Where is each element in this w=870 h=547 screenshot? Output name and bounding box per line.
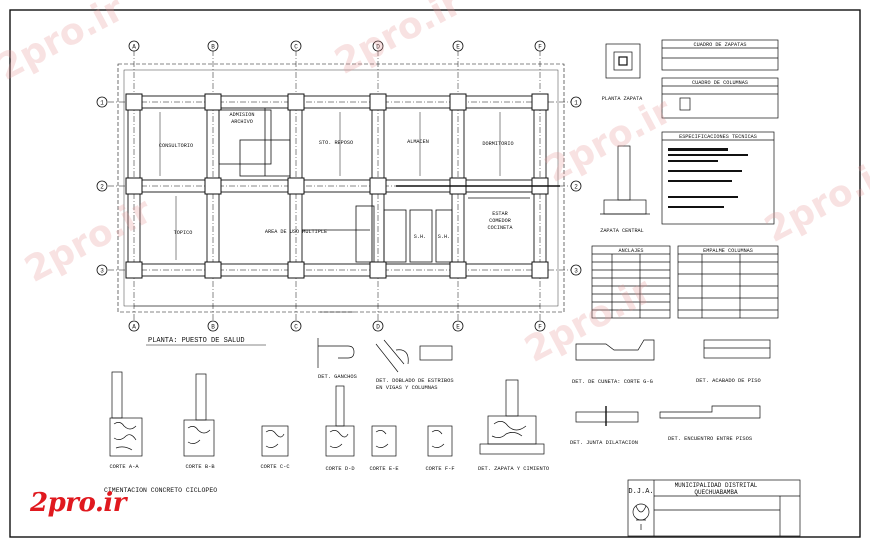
- spec-text-line: [668, 206, 724, 208]
- titleblock-firm: D.J.A.: [628, 488, 653, 496]
- grid-bubbles: [96, 40, 582, 332]
- doblado-title-2: EN VIGAS Y COLUMNAS: [376, 385, 437, 391]
- plan-title: PLANTA: PUESTO DE SALUD: [148, 337, 245, 345]
- grid-label-top-e: E: [456, 44, 460, 51]
- grid-label-top-d: D: [376, 44, 380, 51]
- corte-f-label: CORTE F-F: [425, 466, 454, 472]
- site-logo: 2pro.ir: [30, 488, 126, 518]
- corte-e-label: CORTE E-E: [369, 466, 398, 472]
- corte-d-label: CORTE D-D: [325, 466, 354, 472]
- room-admision: ADMISION: [230, 112, 255, 118]
- spec-text-line: [668, 160, 718, 162]
- corte-a-label: CORTE A-A: [109, 464, 139, 470]
- spec-text-line: [668, 196, 738, 198]
- zapata-central-title: ZAPATA CENTRAL: [600, 228, 644, 234]
- grid-label-right-3: 3: [574, 268, 578, 275]
- room-consultorio: CONSULTORIO: [159, 143, 193, 149]
- corte-b-label: CORTE B-B: [185, 464, 215, 470]
- grid-label-bottom-f: F: [538, 324, 542, 331]
- right-panel: [591, 39, 801, 537]
- grid-label-left-2: 2: [100, 184, 104, 191]
- piso-title: DET. ACABADO DE PISO: [696, 378, 761, 384]
- planta-zapata-title: PLANTA ZAPATA: [602, 96, 643, 102]
- room-uso-multiple: AREA DE USO MULTIPLE: [265, 229, 327, 235]
- spec-text-block: [668, 148, 728, 151]
- room-dormitorio: DORMITORIO: [482, 141, 513, 147]
- ganchos-title: DET. GANCHOS: [318, 374, 357, 380]
- grid-label-bottom-e: E: [456, 324, 460, 331]
- room-topico: TOPICO: [174, 230, 193, 236]
- cuadro-columnas-title: CUADRO DE COLUMNAS: [692, 80, 748, 86]
- anclajes-title: ANCLAJES: [619, 248, 644, 254]
- grid-label-bottom-b: B: [211, 324, 215, 331]
- grid-label-right-2: 2: [574, 184, 578, 191]
- room-almacen: ALMACEN: [407, 139, 429, 145]
- doblado-title: DET. DOBLADO DE ESTRIBOS: [376, 378, 454, 384]
- titleblock-client-1: MUNICIPALIDAD DISTRITAL: [675, 482, 758, 489]
- grid-label-bottom-a: A: [132, 324, 136, 331]
- empalme-title: EMPALME COLUMNAS: [703, 248, 753, 254]
- corte-c-label: CORTE C-C: [260, 464, 289, 470]
- encuentro-title: DET. ENCUENTRO ENTRE PISOS: [668, 436, 752, 442]
- room-cocineta: COCINETA: [488, 225, 514, 231]
- grid-label-bottom-d: D: [376, 324, 380, 331]
- spec-text-line: [668, 170, 742, 172]
- cuneta-title: DET. DE CUNETA: CORTE G-G: [572, 379, 653, 385]
- titleblock-client-2: QUECHUABAMBA: [694, 489, 738, 496]
- foundation-sections: [109, 338, 771, 457]
- sheet-border: [9, 9, 861, 538]
- room-reposo: STO. REPOSO: [319, 140, 353, 146]
- room-comedor: COMEDOR: [489, 218, 511, 224]
- zapata-cimiento-title: DET. ZAPATA Y CIMIENTO: [478, 466, 549, 472]
- room-sh-1: S.H.: [414, 234, 426, 240]
- grid-label-top-a: A: [132, 44, 136, 51]
- spec-text-line: [668, 180, 732, 182]
- grid-label-bottom-c: C: [294, 324, 298, 331]
- grid-label-top-b: B: [211, 44, 215, 51]
- floor-plan: [108, 50, 572, 322]
- cuadro-zapatas-title: CUADRO DE ZAPATAS: [694, 42, 747, 48]
- especificaciones-title: ESPECIFICACIONES TECNICAS: [679, 134, 757, 140]
- cimentacion-title: CIMENTACION CONCRETO CICLOPEO: [104, 487, 217, 494]
- grid-label-top-c: C: [294, 44, 298, 51]
- room-archivo: ARCHIVO: [231, 119, 253, 125]
- room-estar: ESTAR: [492, 211, 508, 217]
- grid-label-left-3: 3: [100, 268, 104, 275]
- titleblock-seal-icon: [632, 503, 650, 530]
- grid-label-left-1: 1: [100, 100, 104, 107]
- grid-label-right-1: 1: [574, 100, 578, 107]
- junta-title: DET. JUNTA DILATACION: [570, 440, 638, 446]
- spec-text-line: [668, 154, 748, 156]
- grid-label-top-f: F: [538, 44, 542, 51]
- room-sh-2: S.H.: [438, 234, 450, 240]
